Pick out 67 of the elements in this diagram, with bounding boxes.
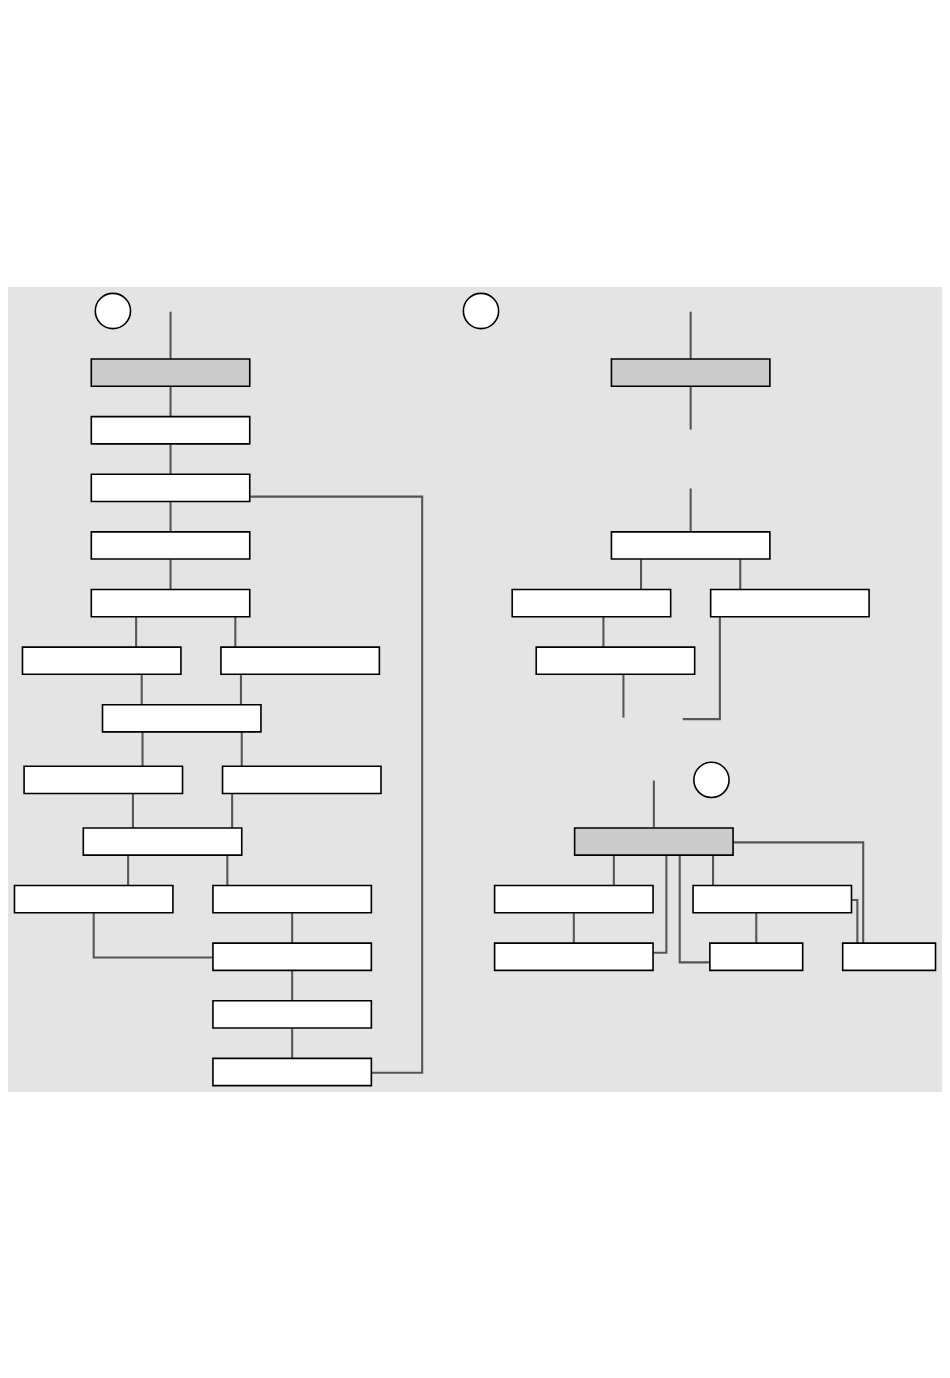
connector xyxy=(140,674,143,704)
node-box xyxy=(709,941,804,971)
connector xyxy=(240,731,243,766)
node-box xyxy=(82,826,243,856)
node-box xyxy=(841,941,937,971)
node-circle xyxy=(462,292,500,329)
node-box xyxy=(493,884,654,914)
connector xyxy=(678,854,710,963)
connector xyxy=(689,386,692,430)
connector xyxy=(226,855,229,885)
node-box xyxy=(21,645,182,675)
connector xyxy=(169,311,172,359)
node-box xyxy=(23,765,184,794)
node-box xyxy=(610,357,771,387)
connector xyxy=(682,616,721,720)
node-box xyxy=(212,941,373,971)
connector xyxy=(653,854,668,954)
connector xyxy=(127,855,130,885)
connector xyxy=(291,912,294,943)
connector xyxy=(652,780,655,828)
node-box xyxy=(90,357,251,387)
node-box xyxy=(535,645,696,675)
node-box xyxy=(212,999,373,1029)
node-box xyxy=(220,645,381,675)
connector xyxy=(291,970,294,1001)
connector xyxy=(291,1027,294,1058)
connector xyxy=(689,488,692,531)
connector xyxy=(141,731,144,766)
connector xyxy=(739,558,742,589)
connector xyxy=(169,443,172,474)
connector xyxy=(231,793,234,828)
connector xyxy=(622,674,625,718)
node-box xyxy=(212,884,373,914)
node-box xyxy=(90,472,251,502)
connector xyxy=(234,616,237,647)
node-box xyxy=(692,884,853,914)
node-box xyxy=(90,415,251,445)
connector xyxy=(131,793,134,828)
node-box xyxy=(221,765,382,794)
connector xyxy=(755,912,758,943)
connector xyxy=(712,855,715,885)
connector xyxy=(169,386,172,416)
node-box xyxy=(90,530,251,560)
connector xyxy=(92,912,213,959)
node-box xyxy=(101,703,262,733)
node-box xyxy=(13,884,174,914)
node-box xyxy=(90,588,251,617)
connector xyxy=(851,898,859,943)
node-box xyxy=(709,588,870,617)
connector xyxy=(733,840,865,943)
connector xyxy=(250,495,424,1074)
connector xyxy=(239,674,242,704)
connector xyxy=(135,616,138,647)
connector xyxy=(169,558,172,589)
node-box xyxy=(573,826,734,856)
connector xyxy=(612,855,615,885)
node-box xyxy=(610,530,771,560)
connector xyxy=(689,311,692,359)
node-box xyxy=(511,588,672,617)
node-circle xyxy=(94,292,132,329)
connector xyxy=(572,912,575,943)
node-box xyxy=(493,941,654,971)
connector xyxy=(640,558,643,589)
connector xyxy=(602,616,605,647)
node-circle xyxy=(693,761,730,798)
connector xyxy=(169,501,172,532)
node-box xyxy=(212,1057,373,1086)
